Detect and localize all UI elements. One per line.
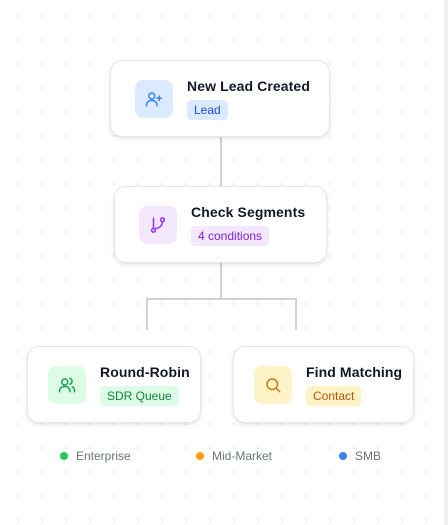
node-find-matching[interactable]: Find Matching Contact <box>233 346 414 423</box>
legend-dot <box>60 452 68 460</box>
node-icon-box <box>254 365 292 404</box>
node-check-segments[interactable]: Check Segments 4 conditions <box>114 186 327 263</box>
legend-label: Enterprise <box>76 449 131 463</box>
node-title: Round-Robin <box>100 363 190 380</box>
node-badge: Lead <box>187 99 228 120</box>
legend-item-mid-market: Mid-Market <box>196 449 272 463</box>
node-badge: SDR Queue <box>100 385 179 406</box>
connector-trigger-to-segments <box>220 137 222 187</box>
user-plus-icon <box>145 91 163 106</box>
legend-label: SMB <box>355 449 382 463</box>
connector-branch-bar <box>146 298 297 300</box>
node-badge: Contact <box>306 385 362 406</box>
connector-branch-left <box>146 298 148 330</box>
users-icon <box>58 377 76 392</box>
search-icon <box>266 377 281 392</box>
node-icon-box <box>135 79 173 118</box>
connector-branch-right <box>295 298 297 330</box>
node-title: New Lead Created <box>187 77 310 94</box>
node-round-robin[interactable]: Round-Robin SDR Queue <box>27 346 201 423</box>
scrollbar-track <box>444 0 448 525</box>
node-title: Check Segments <box>191 203 306 220</box>
node-icon-box <box>139 205 177 244</box>
legend: Enterprise Mid-Market SMB <box>0 449 448 465</box>
connector-segments-stem <box>220 263 222 299</box>
node-new-lead-created[interactable]: New Lead Created Lead <box>110 60 330 137</box>
legend-item-smb: SMB <box>339 449 381 463</box>
legend-item-enterprise: Enterprise <box>60 449 131 463</box>
node-title: Find Matching <box>306 363 403 380</box>
node-icon-box <box>48 365 86 404</box>
node-badge: 4 conditions <box>191 225 270 246</box>
git-branch-icon <box>150 216 166 233</box>
legend-dot <box>339 452 347 460</box>
legend-dot <box>196 452 204 460</box>
legend-label: Mid-Market <box>212 449 273 463</box>
